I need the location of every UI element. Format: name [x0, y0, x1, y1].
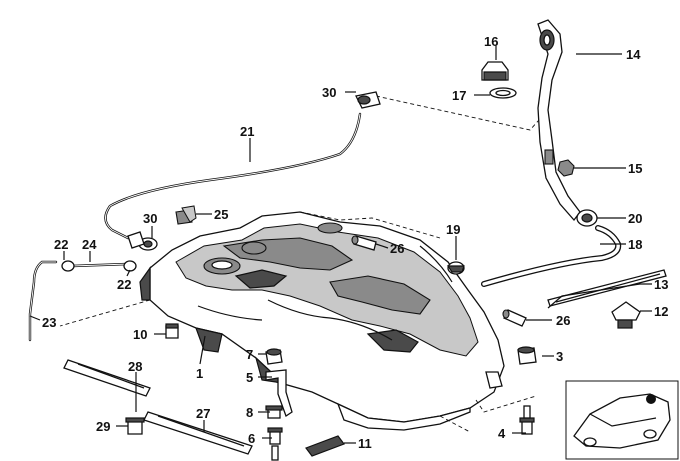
callout-10: 10 — [133, 327, 147, 342]
spacer-26b — [502, 309, 527, 327]
callout-30-top: 30 — [322, 85, 336, 100]
seal-ring — [489, 87, 517, 99]
leader-lines — [29, 46, 652, 444]
callout-20: 20 — [628, 211, 642, 226]
callout-12: 12 — [654, 304, 668, 319]
hose-clamp-20 — [576, 209, 598, 227]
vent-line — [104, 91, 381, 240]
fuel-tank — [139, 211, 505, 431]
callout-26-bottom: 26 — [556, 313, 570, 328]
heat-shield-28 — [63, 359, 151, 397]
callout-8: 8 — [246, 405, 253, 420]
callout-5: 5 — [246, 370, 253, 385]
callout-14: 14 — [626, 47, 641, 62]
heat-shield-27 — [143, 411, 253, 455]
filler-hose — [481, 225, 622, 287]
callout-29: 29 — [96, 419, 110, 434]
filler-cap — [481, 61, 509, 81]
hose-clamp-19 — [446, 261, 465, 275]
screw-6 — [267, 427, 283, 461]
callout-6: 6 — [248, 431, 255, 446]
vehicle-location-inset — [565, 380, 679, 460]
callout-16: 16 — [484, 34, 498, 49]
callout-21: 21 — [240, 124, 254, 139]
callout-24: 24 — [82, 237, 97, 252]
filler-neck — [537, 19, 581, 222]
callout-27: 27 — [196, 406, 210, 421]
bracket-5 — [265, 369, 293, 417]
vent-hose-assembly — [28, 260, 137, 342]
callout-3: 3 — [556, 349, 563, 364]
callout-15: 15 — [628, 161, 642, 176]
pad-11 — [305, 435, 345, 457]
callout-7: 7 — [246, 347, 253, 362]
tension-strap — [547, 269, 667, 307]
hose-clamp-30 — [127, 231, 158, 251]
callout-13: 13 — [654, 277, 668, 292]
screw-4 — [519, 405, 535, 435]
callout-26-top: 26 — [390, 241, 404, 256]
bushing-10 — [165, 323, 179, 339]
callout-17: 17 — [452, 88, 466, 103]
spacer-26a — [351, 235, 377, 251]
rubber-mount-7 — [265, 348, 283, 365]
callout-22-top: 22 — [54, 237, 68, 252]
callout-4: 4 — [498, 426, 506, 441]
rubber-block-25 — [175, 205, 197, 225]
callout-11: 11 — [358, 436, 372, 451]
bolt-8 — [265, 405, 283, 419]
callout-18: 18 — [628, 237, 642, 252]
location-marker — [646, 394, 656, 404]
callout-22-bottom: 22 — [117, 277, 131, 292]
bushing-29 — [125, 417, 145, 435]
callout-23: 23 — [42, 315, 56, 330]
callout-25: 25 — [214, 207, 228, 222]
rubber-grommet-12 — [611, 301, 641, 329]
callout-30-left: 30 — [143, 211, 157, 226]
callout-1: 1 — [196, 366, 203, 381]
callout-19: 19 — [446, 222, 460, 237]
hex-nut — [557, 159, 575, 177]
rubber-mount-3 — [517, 346, 537, 365]
callout-labels: 1 3 4 5 6 7 8 10 11 12 13 14 15 16 17 18… — [42, 34, 668, 451]
callout-28: 28 — [128, 359, 142, 374]
